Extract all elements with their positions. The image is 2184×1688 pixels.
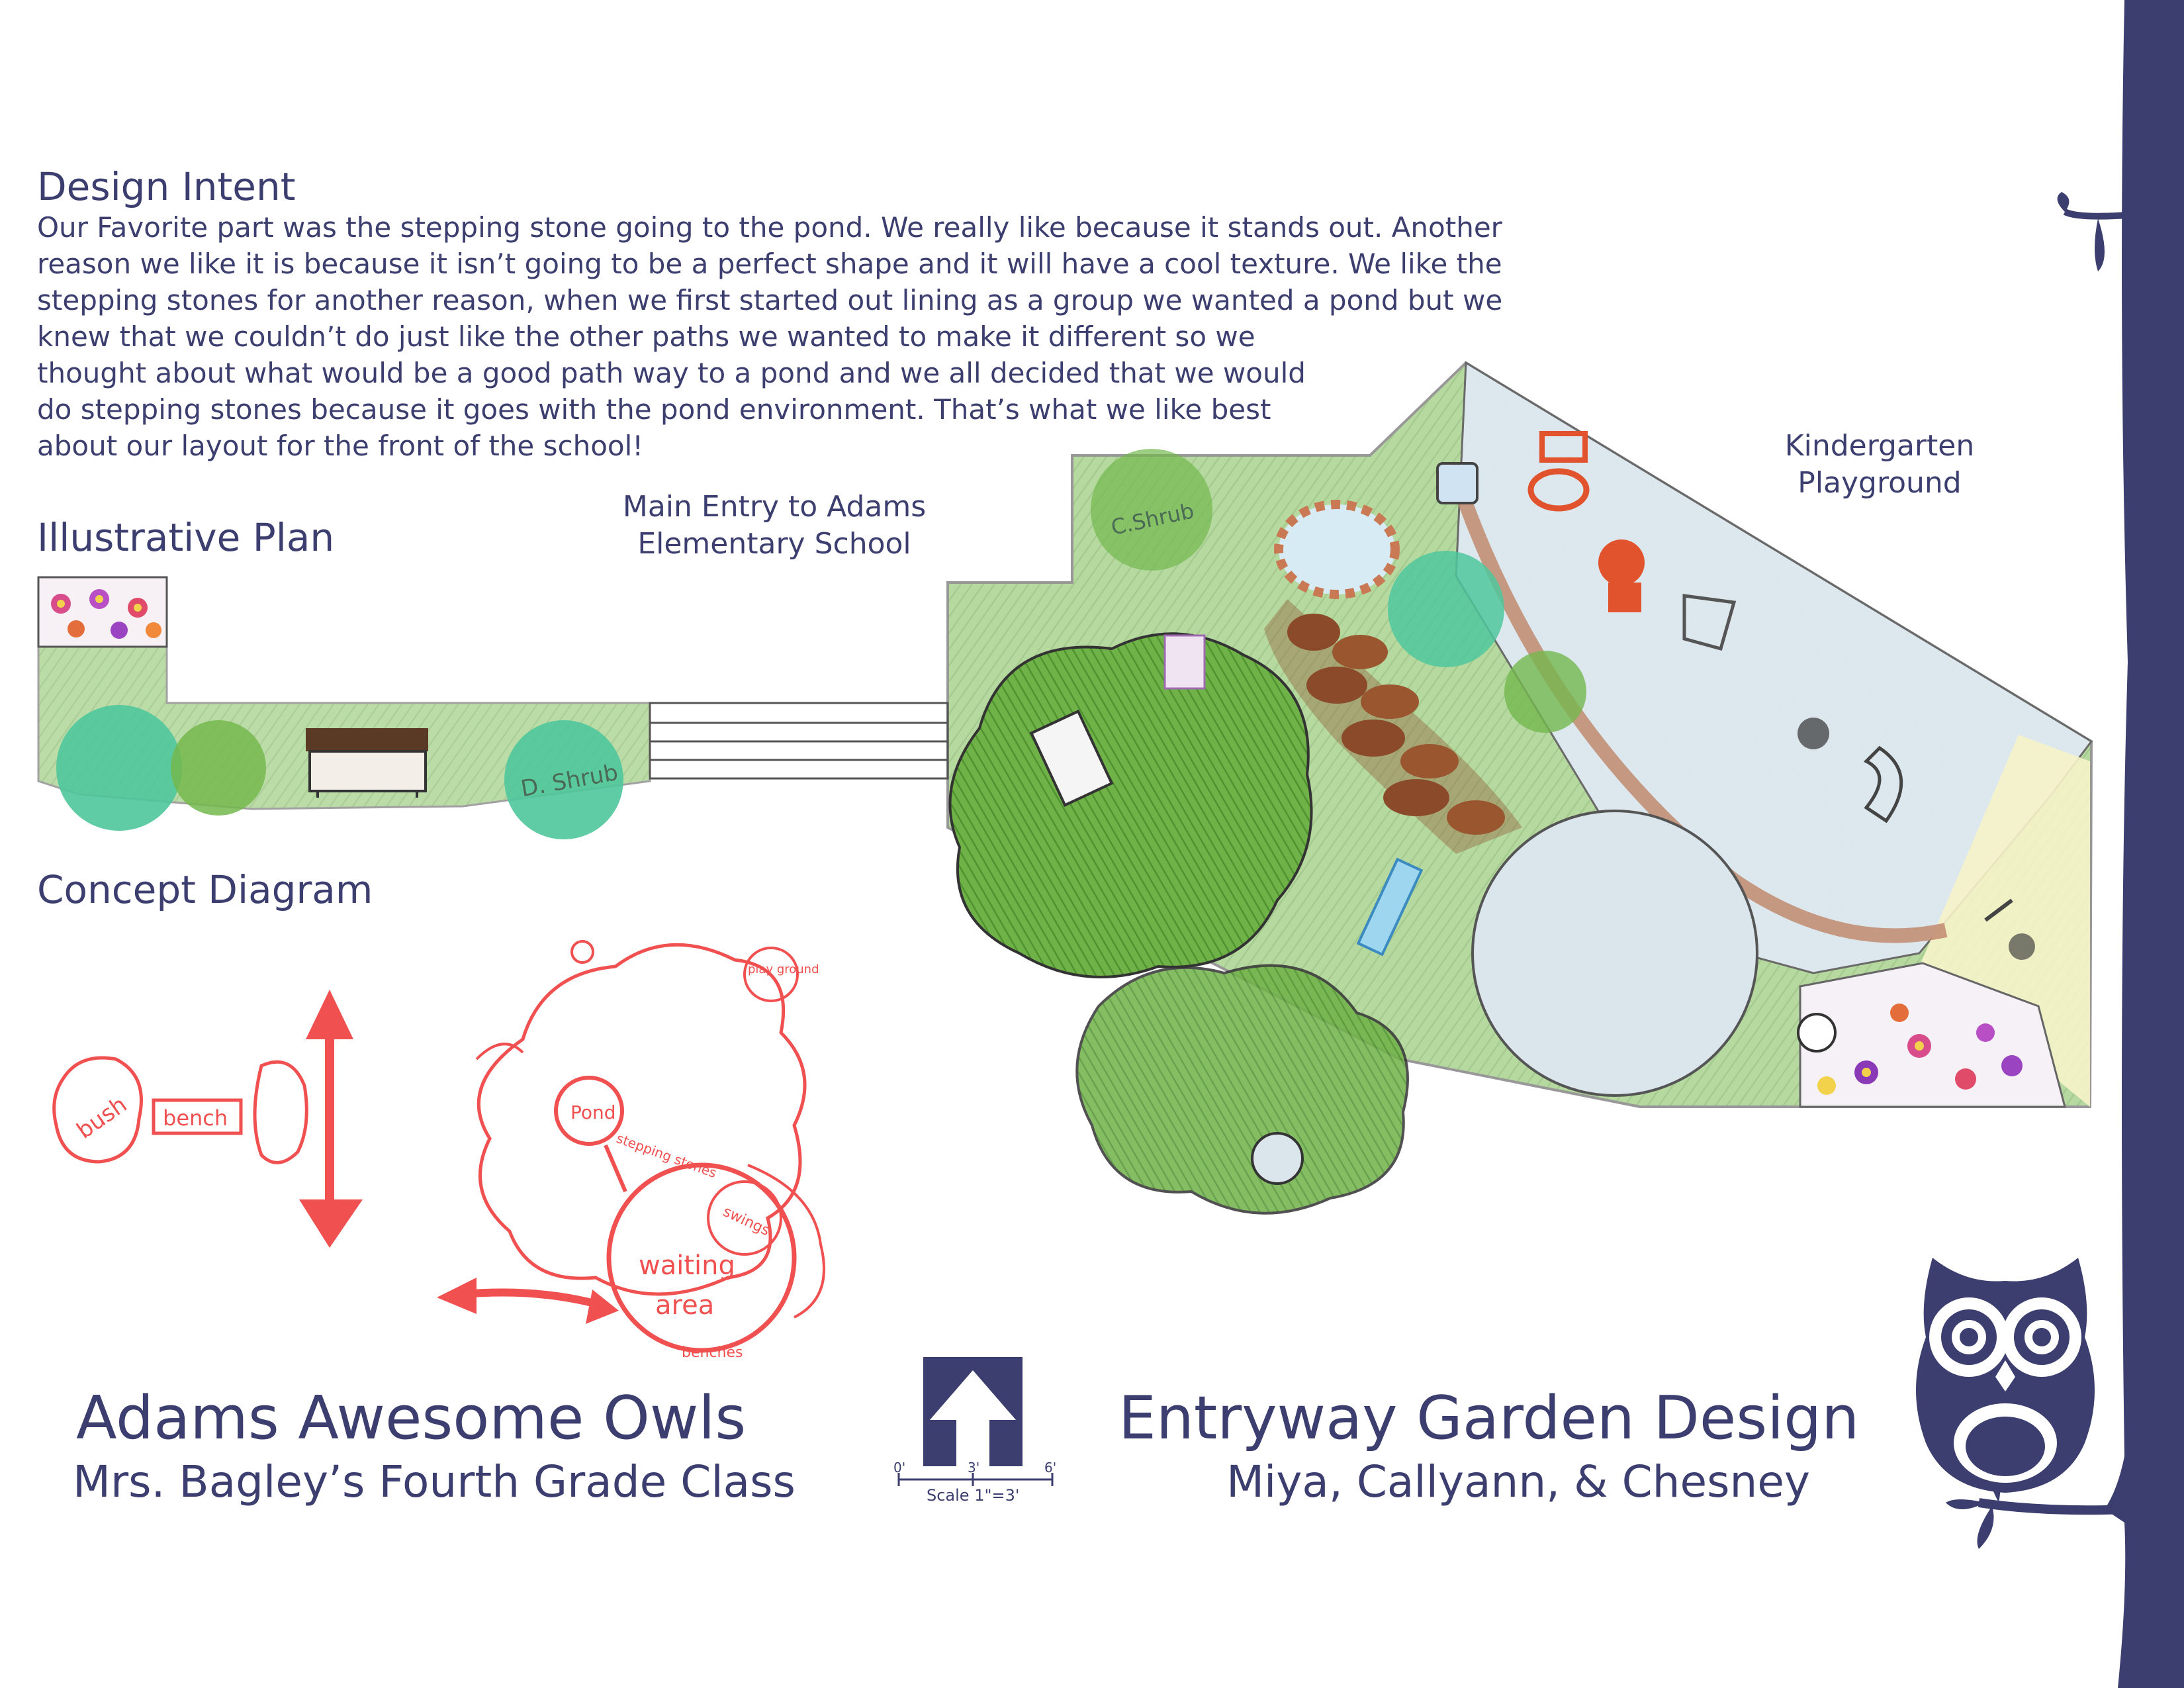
concept-waiting-area-circle <box>606 1162 797 1353</box>
design-intent-line: stepping stones for another reason, when… <box>37 284 1503 316</box>
concept-diagram-drawing: bush bench Pond stepping stones swings w… <box>52 940 825 1361</box>
concept-area-label: area <box>655 1290 714 1321</box>
stepping-stones-icon <box>1264 599 1522 854</box>
concept-diagram-heading: Concept Diagram <box>37 867 373 912</box>
concept-bush-label: bush <box>72 1092 132 1145</box>
bench-icon <box>306 728 428 798</box>
illustrative-plan-heading: Illustrative Plan <box>37 515 335 560</box>
stump-icon <box>1251 1132 1304 1185</box>
design-intent-line: thought about what would be a good path … <box>37 357 1306 389</box>
main-entry-label: Main Entry to Adams Elementary School <box>609 489 940 563</box>
bush-icon <box>52 1056 143 1164</box>
concept-pond-label: Pond <box>570 1102 616 1123</box>
concept-path-line <box>604 1144 627 1193</box>
tree-canopy-icon <box>1075 964 1409 1215</box>
project-title: Entryway Garden Design <box>1118 1383 1860 1453</box>
concept-bench-box <box>152 1098 243 1135</box>
waiting-area-circle <box>1471 810 1758 1097</box>
concept-playground-label: play ground <box>748 962 819 976</box>
d-shrub-icon <box>56 705 623 839</box>
kindergarten-playground-label: Kindergarten Playground <box>1734 428 2025 502</box>
playground-equipment-icon <box>1436 431 2035 960</box>
scale-tick-3: 3' <box>968 1460 980 1476</box>
scale-label: Scale 1"=3' <box>927 1486 1020 1505</box>
design-intent-line: Our Favorite part was the stepping stone… <box>37 211 1502 244</box>
branch-icon <box>2057 192 2128 271</box>
concept-canopy <box>477 943 807 1296</box>
flower-icon <box>1817 1004 2023 1095</box>
playground-line: Playground <box>1797 466 1962 500</box>
animal-icon <box>1797 1013 1837 1053</box>
design-intent-line: knew that we couldn’t do just like the o… <box>37 320 1255 353</box>
entry-walkway <box>649 702 949 780</box>
double-arrow-icon <box>299 990 363 1248</box>
team-name: Adams Awesome Owls <box>76 1383 747 1453</box>
owl-icon <box>1916 1258 2095 1493</box>
design-intent-line: reason we like it is because it isn’t go… <box>37 248 1502 280</box>
class-name: Mrs. Bagley’s Fourth Grade Class <box>73 1456 796 1507</box>
yellow-bed <box>1919 735 2090 1107</box>
concept-small-circle <box>570 940 594 964</box>
design-intent-line: do stepping stones because it goes with … <box>37 393 1271 426</box>
design-intent-heading: Design Intent <box>37 164 296 209</box>
arrow-icon <box>437 1278 619 1324</box>
north-arrow-icon <box>897 1357 1054 1486</box>
scale-tick-0: 0' <box>893 1460 906 1476</box>
design-intent-line: about our layout for the front of the sc… <box>37 430 644 462</box>
concept-pond-circle <box>554 1076 624 1146</box>
tree-canopy-icon <box>948 632 1313 978</box>
playground-line: Kindergarten <box>1784 429 1975 463</box>
flower-icon <box>51 589 161 639</box>
tree-trunk-decoration <box>1946 0 2184 1688</box>
scale-tick-6: 6' <box>1044 1460 1057 1476</box>
concept-waiting-label: waiting <box>639 1250 735 1281</box>
concept-swings-circle <box>707 1180 782 1256</box>
concept-bench-label: bench <box>163 1105 228 1131</box>
main-entry-line: Main Entry to Adams <box>622 490 927 524</box>
authors: Miya, Callyann, & Chesney <box>1226 1456 1810 1507</box>
concept-playground-circle <box>743 947 799 1002</box>
concept-swings-label: swings <box>720 1203 772 1239</box>
pond <box>1274 500 1400 599</box>
shrub-icon <box>253 1060 308 1164</box>
design-intent-body: Our Favorite part was the stepping stone… <box>37 209 1502 464</box>
bench-icon <box>1029 634 1424 957</box>
main-entry-line: Elementary School <box>637 527 911 561</box>
concept-benches-label: benches <box>682 1344 743 1361</box>
c-shrub-icon <box>1091 449 1586 733</box>
